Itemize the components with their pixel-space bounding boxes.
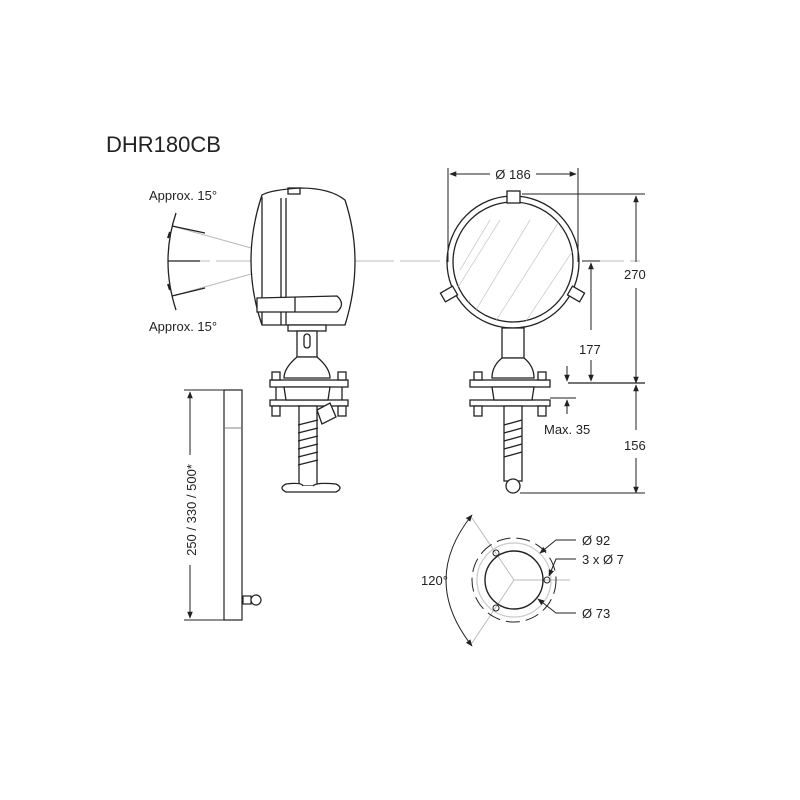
- height-156-label: 156: [624, 438, 646, 453]
- front-view: [439, 168, 645, 494]
- holes-label: 3 x Ø 7: [582, 552, 624, 567]
- diameter-186-label: Ø 186: [495, 167, 530, 182]
- side-view: [167, 187, 640, 493]
- tilt-down-label: Approx. 15°: [149, 319, 217, 334]
- mount-plate: [445, 514, 576, 647]
- bolt-circle-label: Ø 92: [582, 533, 610, 548]
- post-drawing: [184, 389, 262, 621]
- post-length-label: 250 / 330 / 500*: [184, 464, 199, 556]
- height-177-label: 177: [579, 342, 601, 357]
- max-35-label: Max. 35: [544, 422, 590, 437]
- angle-120-label: 120°: [421, 573, 448, 588]
- model-title: DHR180CB: [106, 132, 221, 157]
- height-270-label: 270: [624, 267, 646, 282]
- tilt-up-label: Approx. 15°: [149, 188, 217, 203]
- cutout-label: Ø 73: [582, 606, 610, 621]
